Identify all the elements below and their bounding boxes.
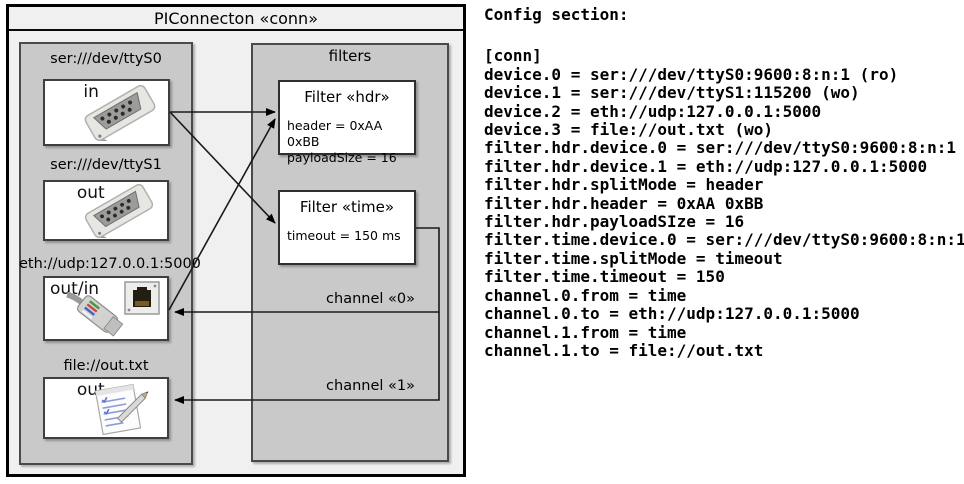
device-box-ttys1: out	[43, 180, 169, 241]
filters-panel-label: filters	[328, 47, 372, 65]
channel-1-label: channel «1»	[326, 378, 415, 394]
ethernet-cable-icon	[66, 292, 124, 337]
device-direction: in	[83, 82, 99, 102]
channel-0-label: channel «0»	[326, 291, 415, 307]
device-label-ttys1: ser:///dev/ttyS1	[50, 157, 162, 173]
config-line: [conn]	[484, 46, 542, 66]
config-line: channel.0.from = time	[484, 285, 687, 305]
filter-time-prop-timeout: timeout = 150 ms	[287, 228, 401, 243]
ethernet-jack-icon	[124, 281, 160, 315]
notepad-icon	[94, 383, 149, 435]
device-direction: out/in	[50, 279, 100, 299]
config-line: filter.time.splitMode = timeout	[484, 248, 783, 268]
config-line: channel.1.to = file://out.txt	[484, 340, 764, 360]
config-line: device.0 = ser:///dev/ttyS0:9600:8:n:1 (…	[484, 64, 899, 84]
device-box-file: out	[43, 377, 169, 439]
filter-hdr-prop-payloadsize: payloadSize = 16	[287, 150, 397, 165]
filter-hdr-prop-header: header = 0xAA 0xBB	[287, 118, 383, 149]
config-line: filter.hdr.splitMode = header	[484, 175, 764, 195]
config-line: filter.time.timeout = 150	[484, 267, 725, 287]
filter-hdr-title: Filter «hdr»	[304, 88, 390, 106]
config-section: Config section: [conn] device.0 = ser://…	[484, 5, 964, 360]
config-line: filter.hdr.device.1 = eth://udp:127.0.0.…	[484, 156, 928, 176]
config-line: device.2 = eth://udp:127.0.0.1:5000	[484, 101, 822, 121]
device-box-eth: out/in	[43, 276, 169, 341]
serial-connector-icon	[84, 85, 156, 141]
config-line: device.1 = ser:///dev/ttyS1:115200 (wo)	[484, 83, 860, 103]
device-label-eth: eth://udp:127.0.0.1:5000	[19, 256, 201, 272]
filter-hdr-box: Filter «hdr» header = 0xAA 0xBB payloadS…	[278, 80, 416, 165]
config-line: channel.1.from = time	[484, 322, 687, 342]
connection-diagram: PIConnecton «conn» filters ser:///dev/tt…	[6, 4, 466, 477]
device-box-ttys0: in	[43, 79, 170, 146]
config-lines: [conn] device.0 = ser:///dev/ttyS0:9600:…	[484, 46, 964, 360]
filter-time-title: Filter «time»	[299, 198, 395, 216]
diagram-title: PIConnecton «conn»	[9, 7, 463, 31]
config-heading: Config section:	[484, 5, 629, 24]
config-line: filter.hdr.header = 0xAA 0xBB	[484, 193, 764, 213]
config-line: filter.time.device.0 = ser:///dev/ttyS0:…	[484, 230, 964, 250]
device-label-file: file://out.txt	[63, 358, 149, 374]
config-line: device.3 = file://out.txt (wo)	[484, 120, 773, 140]
device-direction: out	[76, 183, 105, 203]
filter-time-box: Filter «time» timeout = 150 ms	[278, 190, 416, 265]
device-label-ttys0: ser:///dev/ttyS0	[50, 51, 162, 67]
serial-connector-icon	[84, 184, 154, 238]
config-line: filter.hdr.device.0 = ser:///dev/ttyS0:9…	[484, 138, 957, 158]
config-line: filter.hdr.payloadSIze = 16	[484, 212, 745, 232]
config-line: channel.0.to = eth://udp:127.0.0.1:5000	[484, 304, 860, 324]
